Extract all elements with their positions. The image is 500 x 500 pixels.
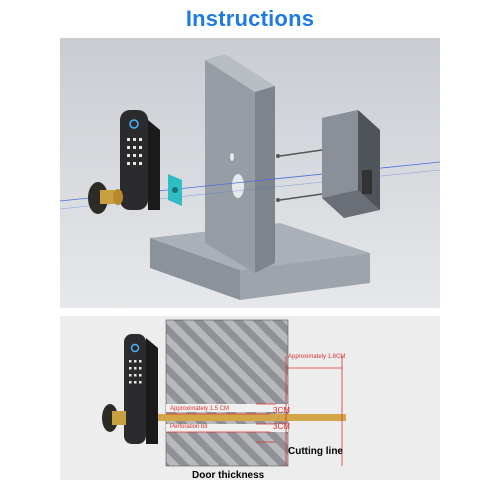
cross-section-panel: Approximately 1.8CM Approximately 1.5 CM… [60,316,440,480]
exploded-view-panel [60,38,440,308]
door-cross-section [165,319,289,467]
door-small-hole [230,153,234,161]
fingerprint-keypad-lock-section [124,334,158,444]
measurement-lines [166,356,343,466]
label-approx-18: Approximately 1.8CM [288,354,346,360]
label-cutting-line: Cutting line [288,446,343,457]
rear-lock-box-icon [322,110,380,218]
bore-channel-lower [166,424,288,432]
bore-channel-upper [166,404,288,412]
door-bore-hole [232,174,244,198]
label-3cm-a: 3CM [273,406,290,415]
mounting-plate-icon [168,174,182,206]
spindle-bar [116,414,346,421]
page-title: Instructions [185,6,315,31]
cross-section-illustration [60,316,440,480]
label-3cm-b: 3CM [273,422,290,431]
door-block [205,54,275,273]
label-door-thickness: Door thickness [192,470,265,480]
label-perforation-bit: Perforation bit [170,424,208,430]
brass-knob-section [102,404,126,432]
brass-knob-icon [88,182,123,214]
screw-icon [276,149,323,202]
label-approx-15: Approximately 1.5 CM [170,406,230,412]
fingerprint-keypad-lock-icon [120,110,160,210]
exploded-view-illustration [60,38,440,308]
